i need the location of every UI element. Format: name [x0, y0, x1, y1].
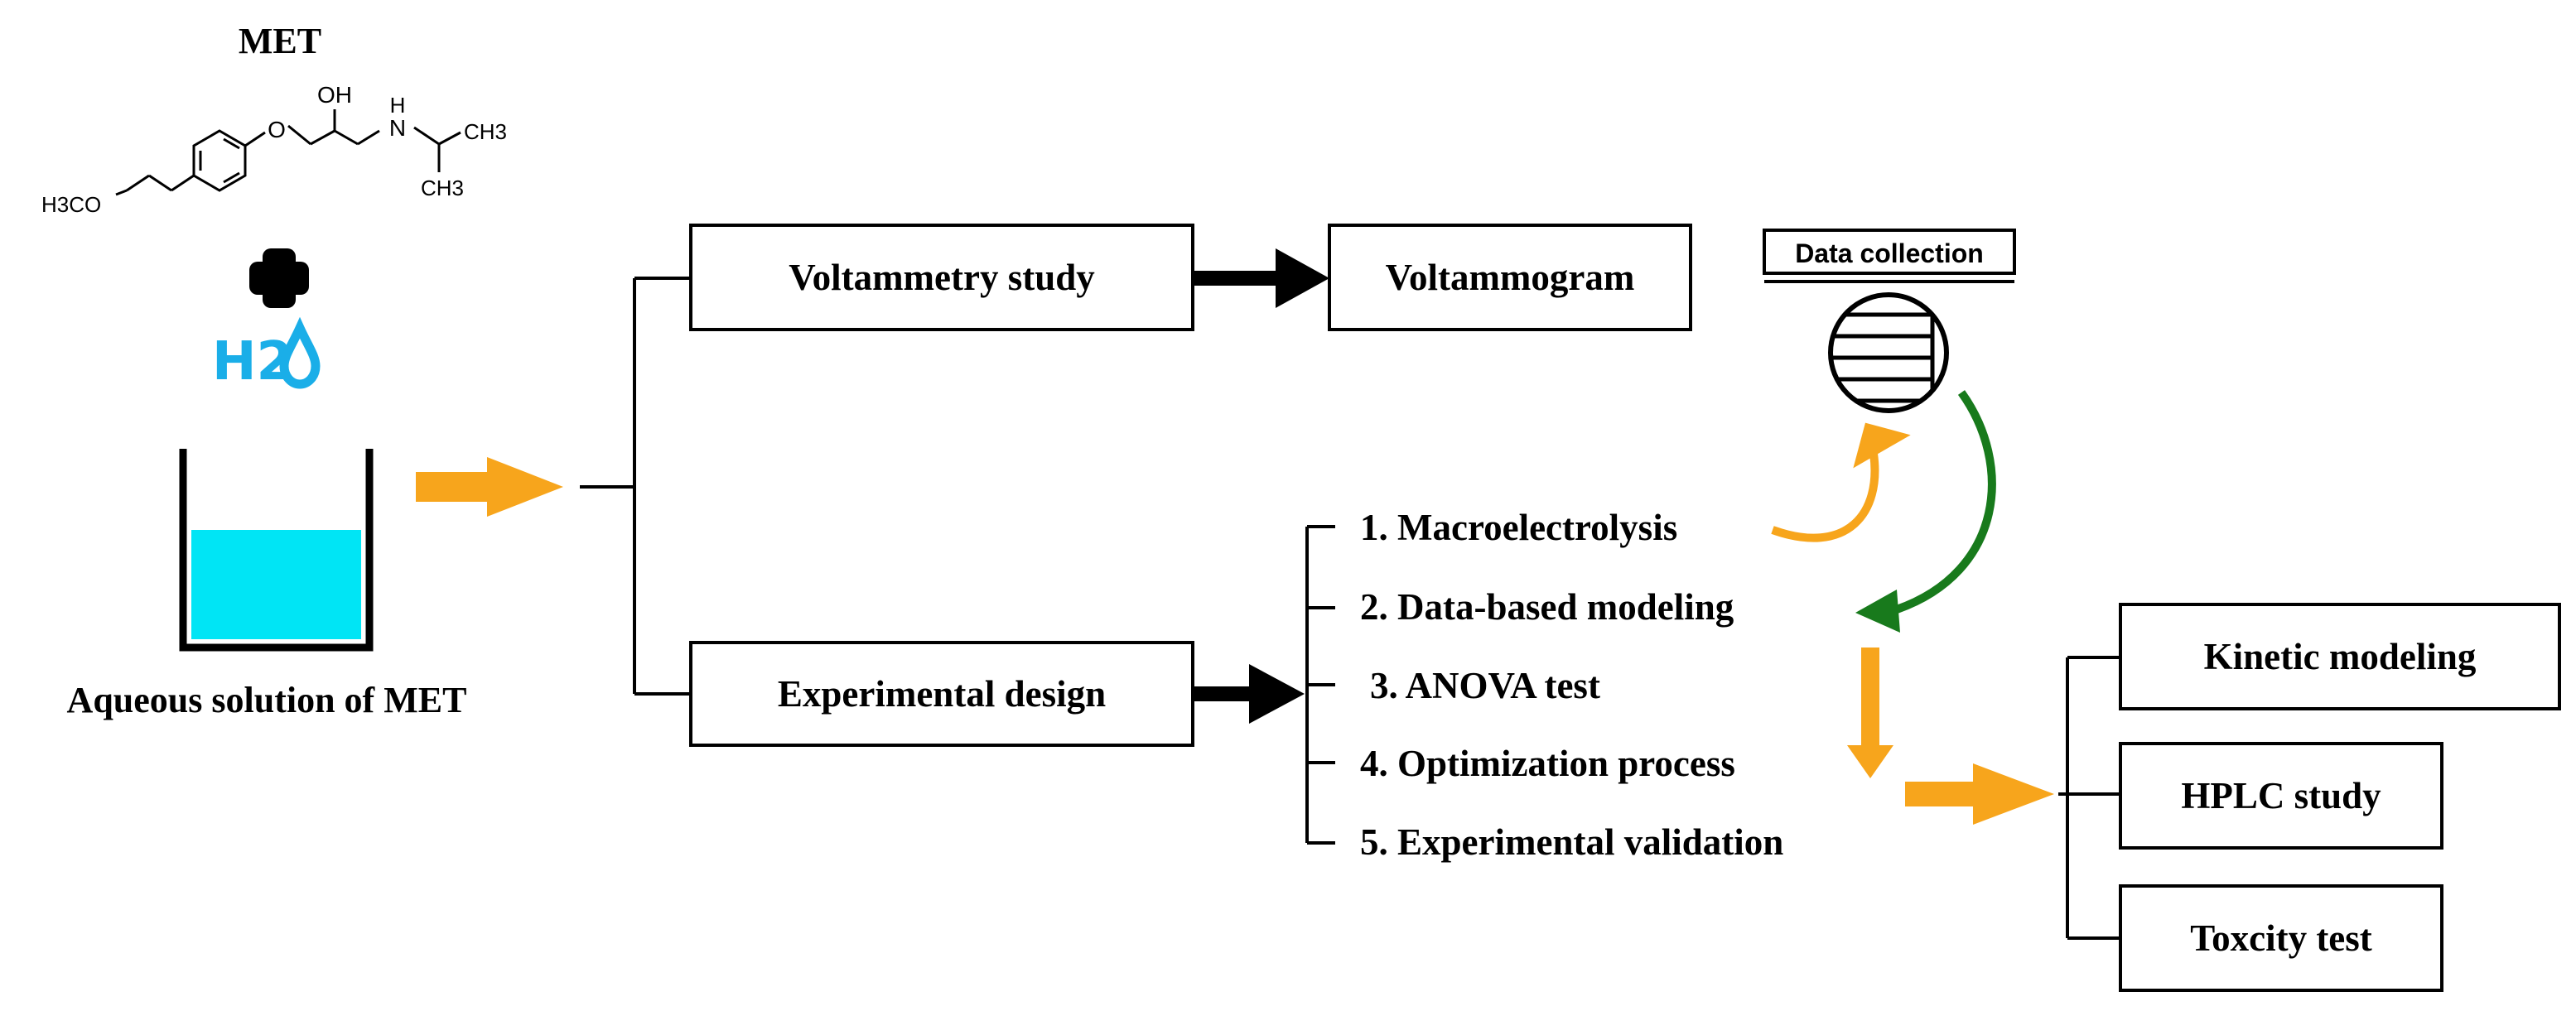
orange-arrow-to-tree — [416, 457, 563, 517]
data-collection-block: Data collection — [1763, 229, 2016, 283]
steps-bracket — [1305, 525, 1335, 845]
orange-down-arrow — [1847, 648, 1893, 778]
plus-icon — [249, 248, 309, 308]
data-collection-label: Data collection — [1795, 238, 1984, 268]
orange-curved-arrowhead — [1853, 422, 1911, 469]
voltammetry-study-box: Voltammetry study — [689, 224, 1194, 331]
met-structure — [115, 109, 461, 196]
hplc-study-box: HPLC study — [2119, 742, 2443, 850]
database-icon — [1828, 292, 1949, 413]
water-label: H2 — [212, 331, 293, 392]
h3co-label: H3CO — [41, 192, 101, 217]
hplc-study-label: HPLC study — [2181, 775, 2381, 816]
results-bracket — [2058, 656, 2120, 940]
orange-curved-arrow-to-data — [1771, 453, 1879, 542]
solution-label: Aqueous solution of MET — [67, 680, 467, 720]
green-curved-arrow-to-modeling — [1895, 390, 1996, 614]
main-tree-connector — [580, 277, 691, 696]
experimental-design-box: Experimental design — [689, 641, 1194, 747]
green-curved-arrowhead — [1855, 590, 1900, 633]
molecule-name: MET — [239, 21, 321, 61]
toxicity-test-label: Toxcity test — [2190, 917, 2372, 959]
voltammogram-box: Voltammogram — [1328, 224, 1692, 331]
step-item: 5. Experimental validation — [1360, 821, 1783, 863]
voltammogram-label: Voltammogram — [1386, 257, 1635, 298]
kinetic-modeling-label: Kinetic modeling — [2204, 636, 2477, 677]
step-item: 1. Macroelectrolysis — [1360, 507, 1677, 548]
atom-oh-label: OH — [317, 82, 352, 108]
kinetic-modeling-box: Kinetic modeling — [2119, 603, 2561, 710]
orange-arrow-to-results — [1905, 763, 2054, 825]
beaker-liquid — [191, 530, 361, 639]
arrow-design-to-steps — [1193, 664, 1305, 724]
atom-o-label: O — [268, 117, 286, 142]
beaker-icon — [179, 449, 374, 652]
voltammetry-study-label: Voltammetry study — [789, 257, 1095, 298]
atom-n-label: N — [389, 115, 406, 141]
ch3-upper-label: CH3 — [464, 119, 507, 144]
atom-h-label: H — [390, 93, 406, 118]
ch3-lower-label: CH3 — [421, 176, 464, 200]
toxicity-test-box: Toxcity test — [2119, 884, 2443, 992]
step-item: 3. ANOVA test — [1370, 665, 1600, 706]
step-item: 4. Optimization process — [1360, 743, 1735, 784]
water-drop-icon — [279, 316, 321, 389]
arrow-voltammetry-to-voltammogram — [1193, 248, 1329, 308]
step-item: 2. Data-based modeling — [1360, 586, 1734, 628]
experimental-design-label: Experimental design — [778, 673, 1106, 715]
